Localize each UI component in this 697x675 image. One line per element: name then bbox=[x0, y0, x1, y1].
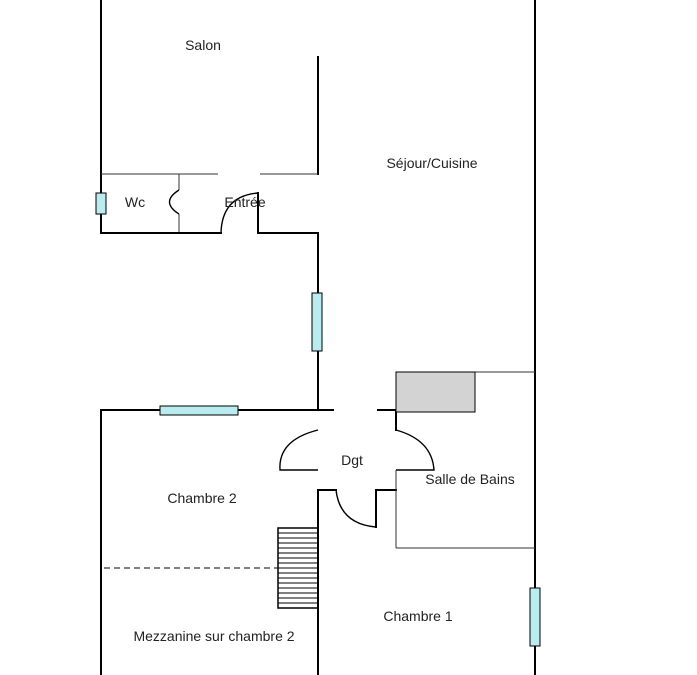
bathtub bbox=[395, 371, 476, 413]
label-entree: Entrée bbox=[224, 194, 265, 210]
label-wc: Wc bbox=[125, 194, 145, 210]
label-salon: Salon bbox=[185, 37, 221, 53]
label-chambre-1: Chambre 1 bbox=[383, 608, 452, 624]
door-chambre2 bbox=[279, 429, 319, 471]
door-wc bbox=[168, 189, 180, 215]
door-salle-de-bains bbox=[395, 429, 435, 471]
window-chambre1 bbox=[529, 587, 541, 647]
window-wc bbox=[95, 192, 107, 215]
door-entree bbox=[220, 192, 259, 234]
window-chambre2 bbox=[159, 405, 239, 416]
label-sejour-cuisine: Séjour/Cuisine bbox=[386, 155, 477, 171]
stairs bbox=[277, 527, 319, 609]
label-chambre-2: Chambre 2 bbox=[167, 490, 236, 506]
label-salle-de-bains: Salle de Bains bbox=[425, 471, 515, 487]
door-chambre1 bbox=[335, 489, 377, 528]
label-mezzanine: Mezzanine sur chambre 2 bbox=[133, 628, 294, 644]
label-dgt: Dgt bbox=[341, 452, 363, 468]
window-entree bbox=[311, 292, 323, 352]
